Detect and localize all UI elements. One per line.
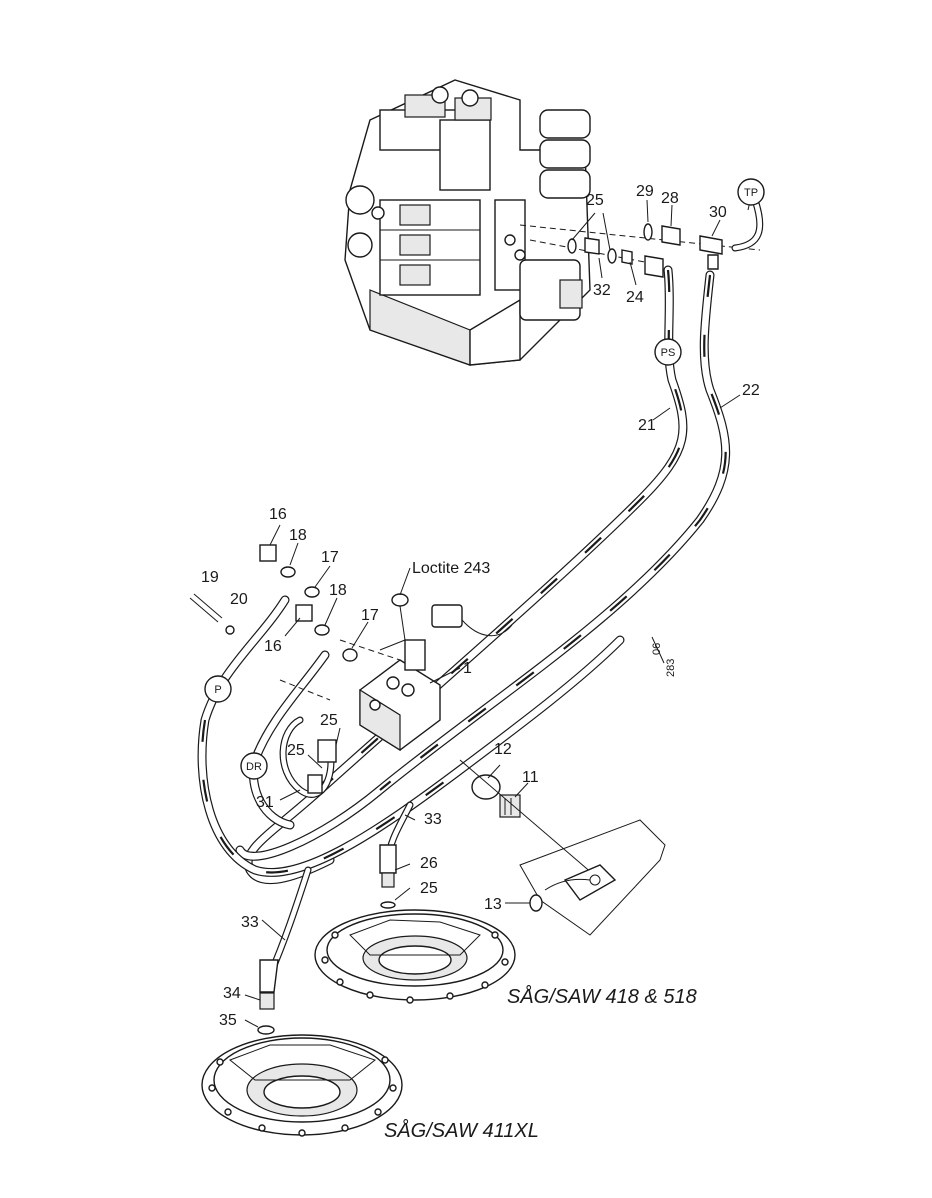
callout-28: 28 — [661, 190, 679, 207]
callout-35: 35 — [219, 1012, 237, 1029]
bolt-holes-418 — [321, 931, 509, 1004]
callouts: 1 11 12 13 16 16 17 17 18 18 19 20 21 22… — [201, 183, 760, 1029]
callout-13: 13 — [484, 896, 502, 913]
caption-saw-418-518: SÅG/SAW 418 & 518 — [507, 985, 697, 1008]
callout-29: 29 — [636, 183, 654, 200]
callout-17-bottom: 17 — [361, 607, 379, 624]
callout-19: 19 — [201, 569, 219, 586]
tag-p-text: P — [214, 684, 221, 696]
callout-31: 31 — [256, 794, 274, 811]
saw-motor-418-518 — [314, 909, 516, 1004]
callout-16-top: 16 — [269, 506, 287, 523]
callout-20: 20 — [230, 591, 248, 608]
hose-33-right — [379, 801, 414, 909]
tag-p: P — [204, 675, 232, 703]
callout-25-mid: 25 — [320, 712, 338, 729]
callout-25-left: 25 — [287, 742, 305, 759]
tag-dr: DR — [240, 752, 268, 780]
fittings-left — [189, 544, 401, 794]
callout-32: 32 — [593, 282, 611, 299]
ref-bottom: 283 — [665, 659, 677, 677]
tag-tp-text: TP — [744, 187, 758, 199]
callout-18-top: 18 — [289, 527, 307, 544]
callout-30: 30 — [709, 204, 727, 221]
hose-33-left — [257, 866, 312, 1035]
callout-34: 34 — [223, 985, 241, 1002]
loctite-note: Loctite 243 — [412, 560, 490, 577]
callout-17-top: 17 — [321, 549, 339, 566]
callout-25-bottom: 25 — [420, 880, 438, 897]
callout-18-bottom: 18 — [329, 582, 347, 599]
callout-33-left: 33 — [241, 914, 259, 931]
callout-21: 21 — [638, 417, 656, 434]
callout-11: 11 — [522, 769, 539, 786]
callout-33-right: 33 — [424, 811, 442, 828]
hose-22 — [235, 270, 731, 861]
bolt-holes-411 — [208, 1056, 397, 1137]
leader-lines — [244, 199, 741, 1028]
fittings-top — [519, 179, 764, 278]
callout-26: 26 — [420, 855, 438, 872]
caption-saw-411xl: SÅG/SAW 411XL — [384, 1119, 539, 1142]
saw-motor-411xl — [201, 1034, 403, 1137]
drawing-reference: 06 283 — [651, 636, 677, 677]
tag-tp: TP — [737, 178, 765, 206]
plug-and-plate — [459, 759, 666, 936]
callout-24: 24 — [626, 289, 644, 306]
callout-25-top: 25 — [586, 192, 604, 209]
solenoid-valve-part-1 — [359, 593, 513, 752]
control-valve-block — [344, 79, 591, 366]
callout-1: 1 — [463, 660, 472, 677]
callout-12: 12 — [494, 741, 512, 758]
tag-ps-text: PS — [661, 347, 676, 359]
tag-dr-text: DR — [246, 761, 262, 773]
callout-16-bottom: 16 — [264, 638, 282, 655]
callout-22: 22 — [742, 382, 760, 399]
tag-ps: PS — [654, 338, 682, 366]
